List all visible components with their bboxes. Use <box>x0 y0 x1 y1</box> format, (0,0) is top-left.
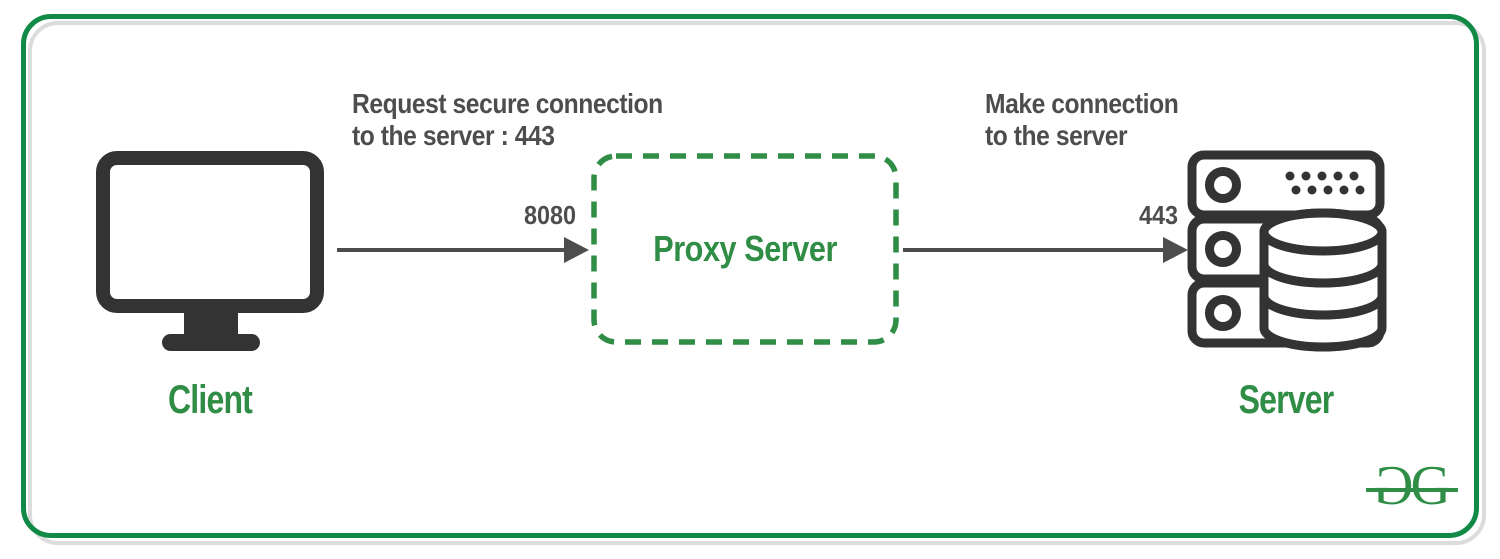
logo-letter-g: G <box>1410 455 1451 517</box>
caption-line: to the server : 443 <box>352 119 555 151</box>
caption-line: Request secure connection <box>352 88 663 119</box>
request-secure-caption: Request secure connection to the server … <box>352 88 663 151</box>
port-443-label: 443 <box>1138 200 1178 230</box>
proxy-dashed-border <box>591 153 899 345</box>
port-8080-label: 8080 <box>523 200 576 230</box>
monitor-base <box>162 334 260 351</box>
server-rack-icon <box>1187 150 1387 352</box>
vent-dots <box>1285 171 1365 195</box>
caption-line: Make connection <box>985 88 1179 119</box>
frame-shadow-border <box>28 21 1486 545</box>
geeksforgeeks-logo: G G <box>1366 455 1458 518</box>
proxy-server-label: Proxy Server <box>653 228 837 269</box>
database-cylinder-icon <box>1259 208 1387 352</box>
arrow-head-icon <box>564 237 589 263</box>
proxy-server-box: Proxy Server <box>590 152 900 346</box>
logo-crossbar <box>1366 488 1458 492</box>
client-monitor-icon <box>96 151 324 351</box>
server-label: Server <box>1238 378 1335 422</box>
monitor-neck <box>184 310 238 338</box>
arrow-head-icon <box>1163 237 1188 263</box>
logo-letter-reversed-g: G <box>1373 455 1414 517</box>
caption-line: to the server <box>985 119 1128 151</box>
arrow-shaft <box>903 248 1165 252</box>
arrow-shaft <box>337 248 567 252</box>
monitor-screen <box>96 151 324 313</box>
client-label: Client <box>167 378 253 422</box>
outer-frame-border <box>21 14 1479 538</box>
make-connection-caption: Make connection to the server <box>985 88 1179 151</box>
